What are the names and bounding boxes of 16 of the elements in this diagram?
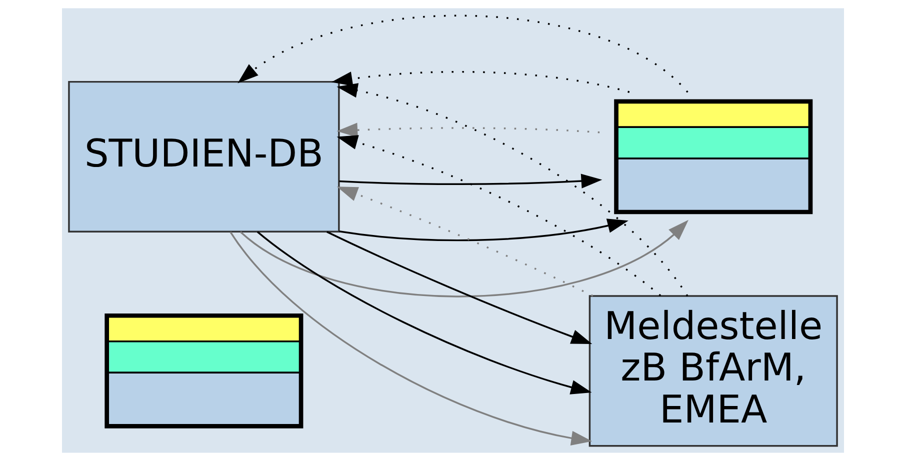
arrow [256,231,592,394]
arrow [338,218,628,242]
arrow [336,135,661,296]
arrow [326,231,592,344]
node-box [614,99,812,214]
arrow [336,83,688,296]
arrow [229,231,592,446]
arrow [239,220,688,298]
node-box: STUDIEN-DB [68,80,340,232]
arrow [336,186,593,297]
node-box [104,313,303,428]
node-box: Meldestelle zB BfArM, EMEA [588,295,838,447]
arrow [330,71,630,93]
arrow [237,15,688,93]
arrow [336,122,600,138]
arrow [338,174,602,188]
